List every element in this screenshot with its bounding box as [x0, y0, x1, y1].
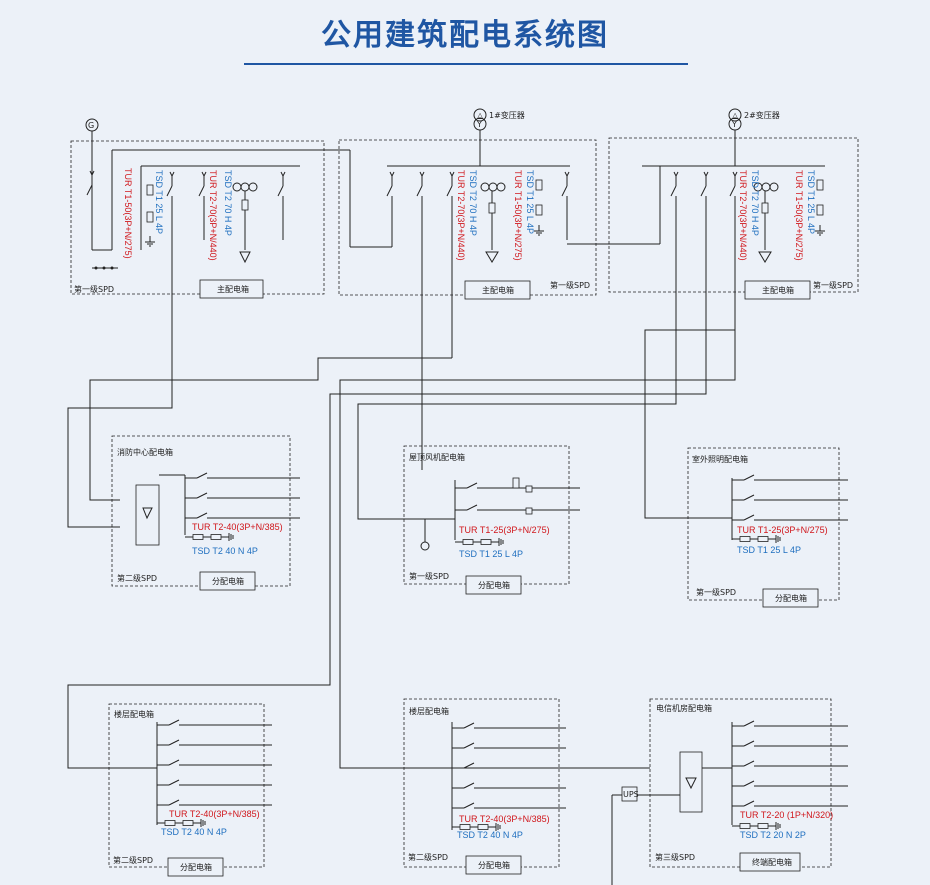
main-panel-1-spd-level: 第一级SPD: [74, 284, 114, 294]
main-panel-1-spd-red-1: TUR T1-50(3P+N/275): [123, 168, 133, 259]
main-panel-3-spd-blue-2: TSD T1 25 L 4P: [806, 170, 816, 234]
main-panel-2-spd-blue-2: TSD T1 25 L 4P: [525, 170, 535, 234]
sub-panel-roof-fan: 屋顶风机配电箱 TUR T1-25(3P+N/275) TSD T1 25 L …: [403, 445, 580, 595]
main-panel-1: G TUR T1-50(3P+N/275) TSD T1 25 L: [70, 118, 350, 300]
sub-panel-floor-2: 楼层配电箱 TUR T2-40(3P+N/385) TSD T2 40 N 4P…: [403, 698, 566, 875]
sub-panel-outdoor-lighting-red: TUR T1-25(3P+N/275): [737, 525, 828, 535]
sub-panel-outdoor-lighting: 室外照明配电箱 TUR T1-25(3P+N/275) TSD T1 25 L …: [687, 447, 848, 608]
sub-panel-floor-2-red: TUR T2-40(3P+N/385): [459, 814, 550, 824]
sub-panel-telecom-room-spd-level: 第三级SPD: [655, 852, 695, 862]
sub-panel-roof-fan-red: TUR T1-25(3P+N/275): [459, 525, 550, 535]
main-panel-3-name: 主配电箱: [762, 285, 794, 295]
sub-panel-floor-1-red: TUR T2-40(3P+N/385): [169, 809, 260, 819]
main-panel-3-spd-blue-1: TSD T2 70 H 4P: [750, 170, 760, 236]
sub-panel-outdoor-lighting-blue: TSD T1 25 L 4P: [737, 545, 801, 555]
ups-label: UPS: [623, 790, 639, 799]
sub-panel-floor-2-spd-level: 第二级SPD: [408, 852, 448, 862]
sub-panel-roof-fan-title: 屋顶风机配电箱: [409, 452, 465, 462]
transformer-1-label: 1#变压器: [489, 110, 525, 120]
sub-panel-fire-center-blue: TSD T2 40 N 4P: [192, 546, 258, 556]
main-panel-1-spd-red-2: TUR T2-70(3P+N/440): [208, 170, 218, 261]
svg-text:G: G: [88, 121, 94, 130]
sub-panel-telecom-room-blue: TSD T2 20 N 2P: [740, 830, 806, 840]
sub-panel-outdoor-lighting-title: 室外照明配电箱: [692, 454, 748, 464]
sub-panel-telecom-room-name: 终端配电箱: [752, 857, 792, 867]
title-underline: [244, 63, 688, 65]
sub-panel-fire-center: 消防中心配电箱 TUR T2-40(3P+N/385) TSD T2 40 N …: [111, 435, 300, 591]
main-panel-3-spd-red-1: TUR T2-70(3P+N/440): [738, 170, 748, 261]
sub-panel-telecom-room-red: TUR T2-20 (1P+N/320): [740, 810, 833, 820]
sub-panel-fire-center-spd-level: 第二级SPD: [117, 573, 157, 583]
sub-panel-roof-fan-blue: TSD T1 25 L 4P: [459, 549, 523, 559]
sub-panel-outdoor-lighting-spd-level: 第一级SPD: [696, 587, 736, 597]
sub-panel-floor-1-title: 楼层配电箱: [114, 709, 154, 719]
main-panel-3: 2#变压器 TUR T2-70(3P+N/440) TSD T2 70 H 4P…: [608, 108, 859, 300]
main-panel-2-name: 主配电箱: [482, 285, 514, 295]
sub-panel-telecom-room: 电信机房配电箱 TUR T2-20 (1P+N/320) TSD T2 20 N…: [621, 698, 848, 872]
main-panel-2-spd-blue-1: TSD T2 70 H 4P: [468, 170, 478, 236]
sub-panel-fire-center-name: 分配电箱: [212, 576, 244, 586]
sub-panel-fire-center-title: 消防中心配电箱: [117, 447, 173, 457]
sub-panel-fire-center-red: TUR T2-40(3P+N/385): [192, 522, 283, 532]
sub-panel-floor-2-blue: TSD T2 40 N 4P: [457, 830, 523, 840]
main-panel-2: 1#变压器 TUR T2-70(3P+N/440) TSD T2 70 H 4P…: [338, 108, 660, 470]
main-panel-1-spd-blue-1: TSD T1 25 L 4P: [154, 170, 164, 234]
transformer-2-label: 2#变压器: [744, 110, 780, 120]
sub-panel-roof-fan-spd-level: 第一级SPD: [409, 571, 449, 581]
main-panel-2-spd-red-2: TUR T1-50(3P+N/275): [513, 170, 523, 261]
main-panel-1-spd-blue-2: TSD T2 70 H 4P: [223, 170, 233, 236]
sub-panel-roof-fan-name: 分配电箱: [478, 580, 510, 590]
sub-panel-floor-2-title: 楼层配电箱: [409, 706, 449, 716]
sub-panel-telecom-room-title: 电信机房配电箱: [656, 703, 712, 713]
sub-panel-floor-2-name: 分配电箱: [478, 860, 510, 870]
page-title: 公用建筑配电系统图: [321, 18, 609, 53]
main-panel-2-spd-red-1: TUR T2-70(3P+N/440): [456, 170, 466, 261]
main-panel-3-spd-level: 第一级SPD: [813, 280, 853, 290]
sub-panel-floor-1: 楼层配电箱 TUR T2-40(3P+N/385) TSD T2 40 N 4P…: [108, 703, 272, 877]
sub-panel-floor-1-name: 分配电箱: [180, 862, 212, 872]
sub-panel-outdoor-lighting-name: 分配电箱: [775, 593, 807, 603]
main-panel-1-name: 主配电箱: [217, 284, 249, 294]
main-panel-2-spd-level: 第一级SPD: [550, 280, 590, 290]
sub-panel-floor-1-blue: TSD T2 40 N 4P: [161, 827, 227, 837]
main-panel-3-spd-red-2: TUR T1-50(3P+N/275): [794, 170, 804, 261]
sub-panel-floor-1-spd-level: 第二级SPD: [113, 855, 153, 865]
